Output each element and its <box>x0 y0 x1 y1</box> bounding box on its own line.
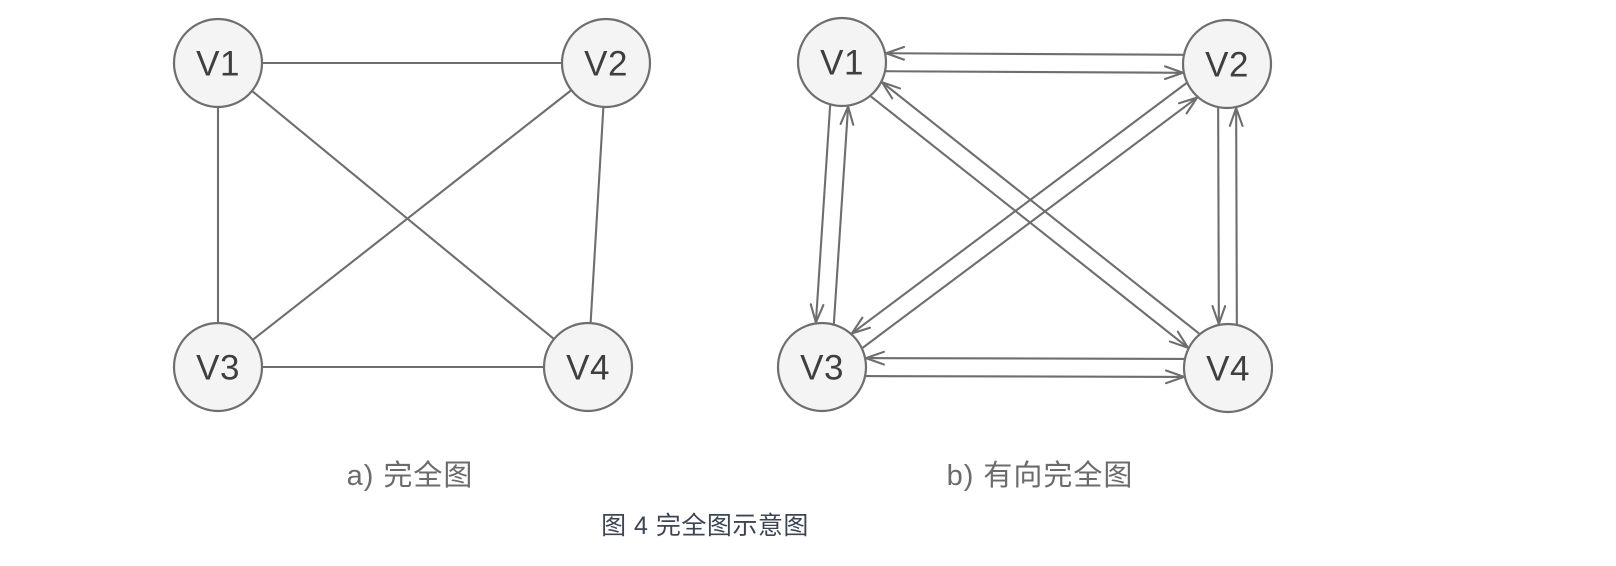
node-label-v2: V2 <box>584 45 628 84</box>
node-v1[interactable]: V1 <box>796 16 888 108</box>
edge-v2-to-v4 <box>1217 108 1220 325</box>
node-label-v1: V1 <box>820 44 864 83</box>
panel-b-caption: b) 有向完全图 <box>946 460 1134 492</box>
node-circle-v1[interactable] <box>796 16 888 108</box>
edge-v4-to-v3 <box>866 357 1185 360</box>
edge-v2-to-v1 <box>886 52 1184 56</box>
node-circle-v3[interactable] <box>172 321 264 413</box>
node-circle-v4[interactable] <box>542 321 634 413</box>
node-circle-v4[interactable] <box>1182 322 1274 414</box>
node-v4[interactable]: V4 <box>1182 322 1274 414</box>
panel-a-caption: a) 完全图 <box>346 460 474 492</box>
node-circle-v2[interactable] <box>560 17 652 109</box>
panel-b-edge-group <box>809 45 1244 385</box>
node-label-v3: V3 <box>196 349 240 388</box>
node-v4[interactable]: V4 <box>542 321 634 413</box>
edge-v1-to-v3 <box>814 105 832 323</box>
node-label-v3: V3 <box>800 349 844 388</box>
node-circle-v2[interactable] <box>1181 18 1273 110</box>
edge-v2-v4 <box>589 106 605 324</box>
edge-v3-to-v4 <box>865 375 1184 378</box>
node-label-v4: V4 <box>1206 350 1250 389</box>
edge-v2-to-v3 <box>851 82 1188 335</box>
node-v2[interactable]: V2 <box>1181 18 1273 110</box>
node-v3[interactable]: V3 <box>776 321 868 413</box>
edge-v3-to-v2 <box>861 96 1198 349</box>
node-v1[interactable]: V1 <box>172 17 264 109</box>
edge-v4-to-v2 <box>1235 107 1238 324</box>
edge-v2-v3 <box>251 89 573 341</box>
node-v3[interactable]: V3 <box>172 321 264 413</box>
edge-v4-to-v1 <box>881 81 1200 335</box>
node-label-v2: V2 <box>1205 46 1249 85</box>
edge-v1-v4 <box>251 90 555 340</box>
edge-v3-to-v1 <box>832 106 850 324</box>
node-label-v4: V4 <box>566 349 610 388</box>
node-v2[interactable]: V2 <box>560 17 652 109</box>
figure-main-caption: 图 4 完全图示意图 <box>601 512 809 540</box>
node-circle-v3[interactable] <box>776 321 868 413</box>
node-circle-v1[interactable] <box>172 17 264 109</box>
node-label-v1: V1 <box>196 45 240 84</box>
edge-v1-to-v2 <box>885 70 1183 74</box>
panel-a-edge-group <box>216 61 605 369</box>
